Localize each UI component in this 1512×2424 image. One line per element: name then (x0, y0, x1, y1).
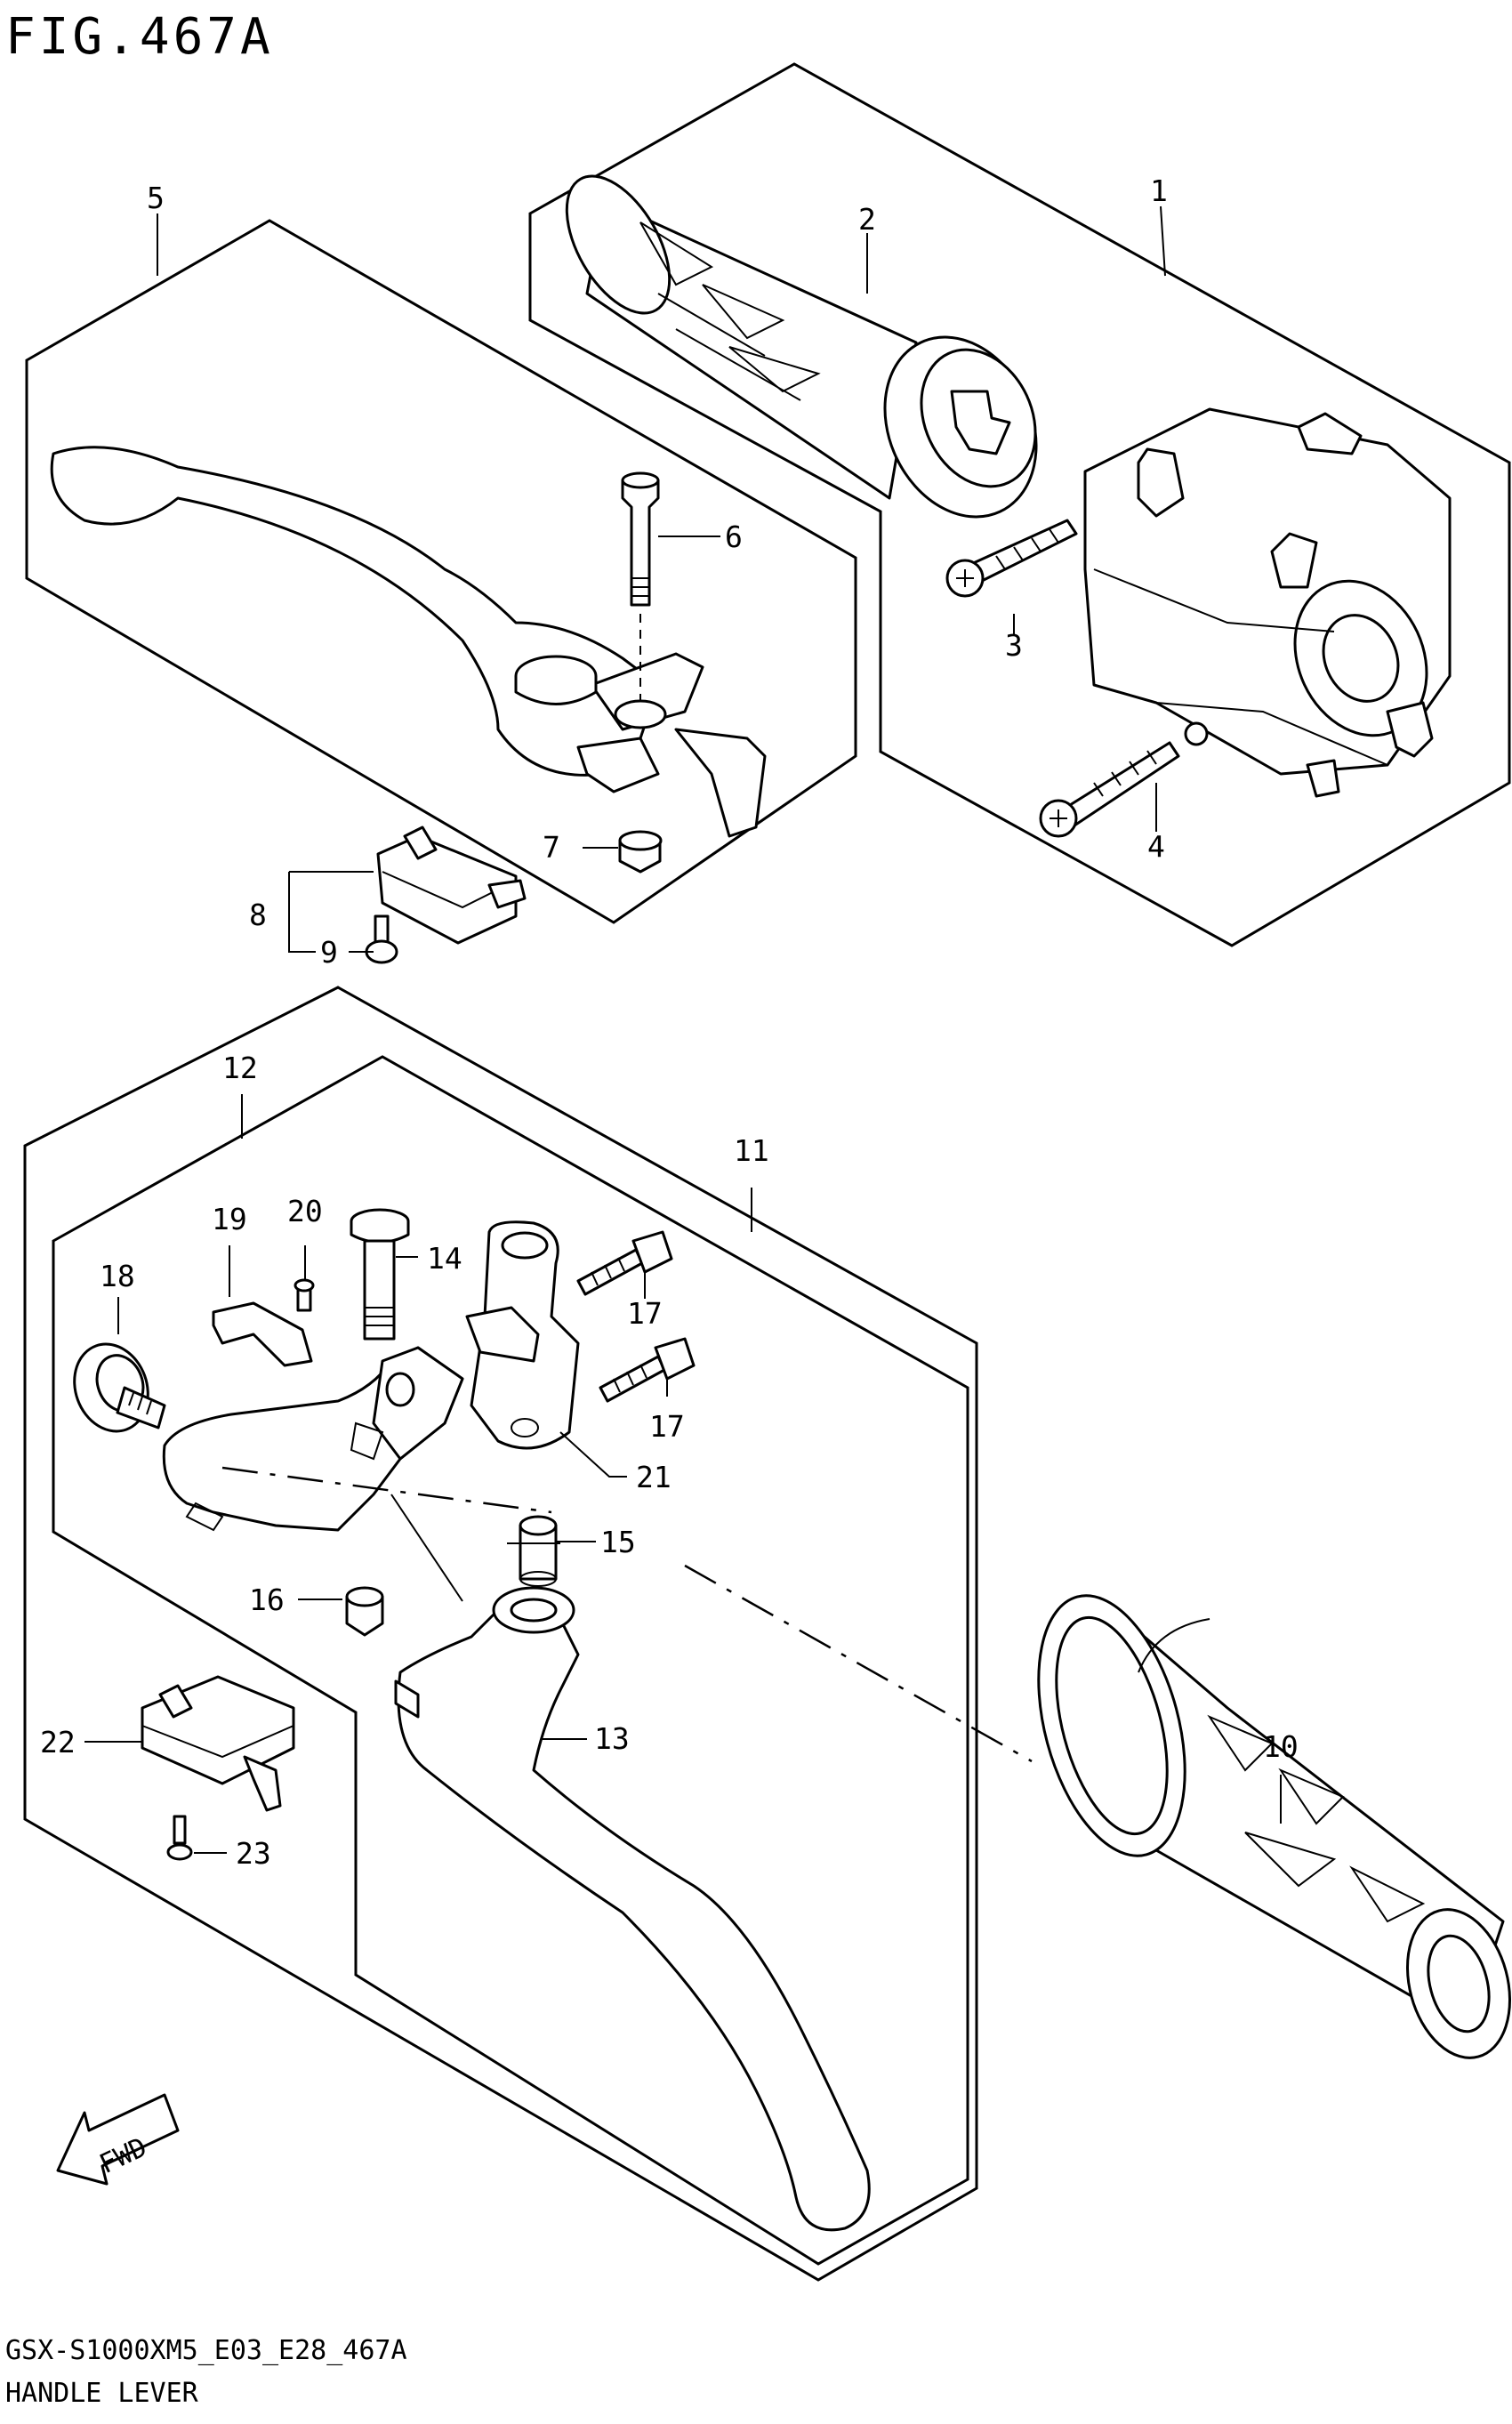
group-box-1 (528, 62, 1511, 947)
brake-lever-part-5[interactable] (50, 446, 767, 838)
nut-part-7[interactable] (618, 830, 663, 874)
callout-4: 4 (1147, 829, 1165, 864)
callout-20: 20 (287, 1194, 323, 1228)
callout-23: 23 (236, 1836, 271, 1871)
screw-part-23[interactable] (166, 1815, 193, 1861)
callout-22: 22 (40, 1725, 76, 1760)
lever-holder[interactable] (162, 1346, 464, 1532)
callout-19: 19 (212, 1202, 247, 1236)
screw-part-3[interactable] (945, 519, 1078, 598)
group-box-5 (25, 219, 857, 924)
callout-7: 7 (543, 830, 560, 865)
callout-12: 12 (222, 1051, 258, 1085)
callout-11: 11 (734, 1133, 769, 1168)
screw-part-9[interactable] (365, 914, 398, 964)
callout-18: 18 (100, 1259, 135, 1293)
callout-9: 9 (320, 935, 338, 970)
leader-lines (84, 205, 1282, 1854)
pin-part-20[interactable] (294, 1278, 315, 1312)
fwd-arrow: FWD (56, 2093, 180, 2186)
adjuster-dial[interactable] (514, 655, 598, 705)
callout-17-lower: 17 (649, 1409, 685, 1444)
callout-17-upper: 17 (627, 1296, 663, 1331)
nut-part-16[interactable] (345, 1586, 384, 1637)
group-box-11 (52, 1055, 969, 2266)
brake-switch-part-8[interactable] (376, 825, 527, 945)
model-code: GSX-S1000XM5_E03_E28_467A (5, 2335, 407, 2366)
assembly-centerline (221, 1466, 1033, 1763)
callout-5: 5 (147, 181, 165, 215)
callout-16: 16 (249, 1582, 285, 1617)
callout-14: 14 (427, 1241, 462, 1276)
clamp-bracket-part-21[interactable] (465, 1220, 580, 1450)
bolt-part-17-upper[interactable] (576, 1230, 673, 1296)
bolt-part-17-lower[interactable] (599, 1337, 696, 1403)
pivot-bolt-part-14[interactable] (350, 1208, 410, 1341)
callout-3: 3 (1005, 628, 1023, 663)
figure-name: HANDLE LEVER (5, 2378, 199, 2409)
callout-8: 8 (249, 898, 267, 932)
callout-6: 6 (725, 519, 743, 554)
clutch-switch-part-22[interactable] (141, 1675, 295, 1812)
adjuster-knob-part-18[interactable] (62, 1333, 166, 1441)
clutch-lever-part-13[interactable] (394, 1586, 871, 2232)
group-box-12 (23, 986, 978, 2282)
callout-2: 2 (858, 202, 876, 237)
callout-13: 13 (594, 1721, 630, 1756)
screw-part-4[interactable] (1039, 741, 1180, 838)
grip-part-10[interactable] (1013, 1580, 1512, 2070)
collar-part-15[interactable] (519, 1515, 558, 1587)
throttle-grip-part-2[interactable] (546, 159, 1065, 542)
figure-title: FIG.467A (5, 8, 274, 66)
callout-10: 10 (1263, 1729, 1299, 1764)
bolt-part-6[interactable] (614, 471, 667, 729)
callout-21: 21 (636, 1460, 672, 1494)
callout-1: 1 (1150, 173, 1168, 208)
switch-housing-part-1[interactable] (1083, 407, 1452, 798)
spring-part-19[interactable] (212, 1301, 313, 1367)
lever-pivot-guide (390, 1494, 463, 1602)
callout-15: 15 (600, 1525, 636, 1559)
